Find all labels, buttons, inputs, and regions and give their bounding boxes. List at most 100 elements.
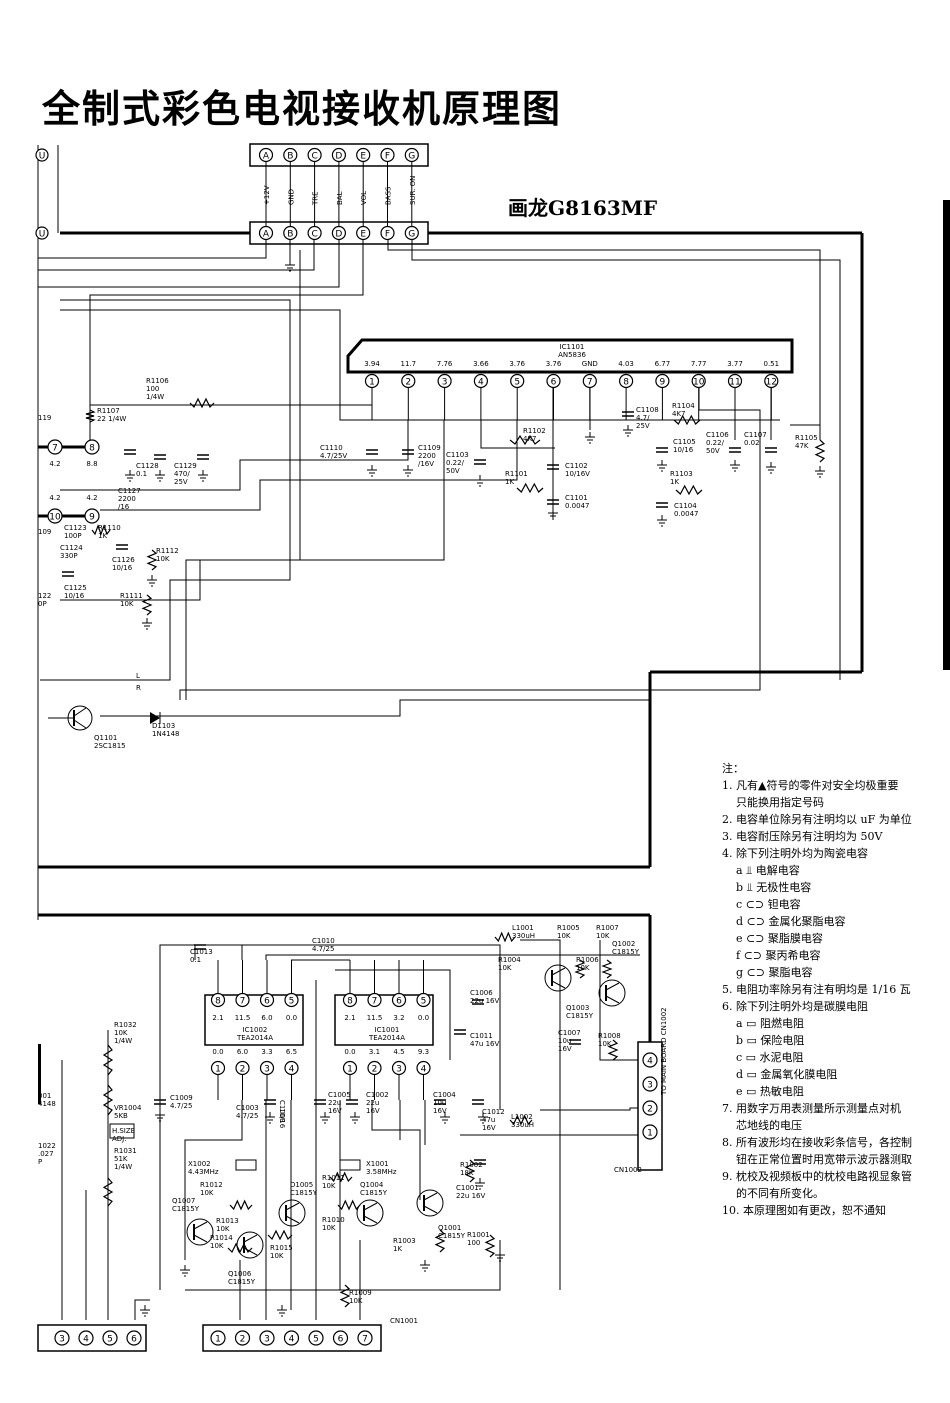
top-label-c1128: C1128 <box>136 462 159 470</box>
top-label-c1108: C1108 <box>636 406 659 414</box>
ic1002-bot-pin-4-label: 4 <box>289 1065 295 1075</box>
ic1101-body <box>346 338 794 374</box>
ic1001-top-voltage: 2.1 <box>344 1014 355 1022</box>
bottom-label-q1002: Q1002 <box>612 940 635 948</box>
note-line: a ⫫ 电解电容 <box>736 864 800 877</box>
ic1002-top-voltage: 6.0 <box>261 1014 272 1022</box>
top-label-lbl-l: L <box>136 672 140 680</box>
bottom-label-r1008: R1008 <box>598 1032 621 1040</box>
bottom-label-c1002: 16V <box>366 1107 380 1115</box>
resistor <box>329 1171 353 1183</box>
bottom-label-r1032: 10K <box>114 1029 128 1037</box>
top-label-c1126: 10/16 <box>112 564 133 572</box>
connector-top-pin-D-label: D <box>335 152 342 162</box>
wire <box>605 982 620 991</box>
ic1001-bot-voltage: 9.3 <box>418 1048 429 1056</box>
top-label-c1110: C1110 <box>320 444 343 452</box>
ic1101-pin-4 <box>473 373 488 389</box>
top-label-lbl-r: R <box>136 684 141 692</box>
note-line: 3. 电容耐压除另有注明均为 50V <box>722 830 883 843</box>
bottom-label-q1006: C1815Y <box>228 1278 256 1286</box>
cn1001-pin-7 <box>357 1330 373 1346</box>
bottom-label-r1031: R1031 <box>114 1147 137 1155</box>
bottom-label-r1008: 10K <box>598 1040 612 1048</box>
bottom-label-r1007: R1007 <box>596 924 619 932</box>
cn1002-pin-1-label: 1 <box>647 1129 653 1139</box>
top-label-c1126: C1126 <box>112 556 135 564</box>
top-label-c1110: 4.7/25V <box>320 452 347 460</box>
cn1002-pin-4 <box>642 1052 658 1068</box>
bottom-label-r1004: R1004 <box>498 956 521 964</box>
wire <box>193 1234 208 1243</box>
bottom-label-c1003: 4.7/25 <box>236 1112 258 1120</box>
connector-signal-label: VOL <box>360 191 368 205</box>
bottom-label-hsize: ADJ. <box>112 1135 126 1143</box>
bottom-label-r1003: 1K <box>393 1245 402 1253</box>
note-line: 芯地线的电压 <box>736 1119 802 1132</box>
note-line: c ▭ 水泥电阻 <box>736 1051 804 1064</box>
top-label-r1112: R1112 <box>156 547 179 555</box>
notes-heading: 注： <box>722 762 744 775</box>
bottom-label-l1001: 330uH <box>512 932 535 940</box>
wire <box>599 940 638 1061</box>
bottom-label-c1013: 0.1 <box>190 956 201 964</box>
note-line: 只能换用指定号码 <box>736 796 824 809</box>
ic1002-top-pin-8-label: 8 <box>215 997 221 1007</box>
resistor <box>509 1114 533 1126</box>
wire <box>100 699 650 717</box>
resistor <box>85 409 96 423</box>
top-label-r1111: 10K <box>120 600 134 608</box>
ic1101-part: AN5836 <box>558 351 586 359</box>
ic1101-pin-3 <box>437 373 452 389</box>
wire <box>73 719 87 729</box>
cn1002-pin-3-label: 3 <box>647 1081 653 1091</box>
top-label-r1101: R1101 <box>505 470 528 478</box>
top-label-c1127: /16 <box>118 503 130 511</box>
connector-top-pin-G-label: G <box>408 152 415 162</box>
cn1001-pin-2 <box>234 1330 251 1346</box>
bottom-label-c1010: 4.7/25 <box>312 945 334 953</box>
top-label-r1105: 47K <box>795 442 809 450</box>
transistor <box>598 979 626 1007</box>
bottom-label-c1004: 16V <box>433 1107 447 1115</box>
bottom-label-r1013: R1013 <box>216 1217 239 1225</box>
wire <box>179 388 761 700</box>
top-label-r1105: R1105 <box>795 434 818 442</box>
resistor <box>227 1242 253 1254</box>
ic1001-top-voltage: 0.0 <box>418 1014 429 1022</box>
pin-value: 4.2 <box>49 494 60 502</box>
bottom-label-q1003: C1815Y <box>566 1012 594 1020</box>
wire <box>38 240 340 288</box>
ic1101-pin-voltage: 3.94 <box>364 360 380 368</box>
top-label-c1124: C1124 <box>60 544 83 552</box>
bottom-label-c1012: 16V <box>482 1124 496 1132</box>
ic1101-pin-voltage: 3.76 <box>509 360 525 368</box>
transistor <box>356 1199 384 1227</box>
bottom-label-r1002: R1002 <box>460 1161 483 1169</box>
cn1001-pin-1 <box>210 1330 226 1346</box>
wire <box>243 1234 258 1243</box>
ic1002-bot-voltage: 6.5 <box>286 1048 297 1056</box>
connector-signal-label: GND <box>287 189 295 205</box>
bottom-label-q1007: Q1007 <box>172 1197 195 1205</box>
cn1002-pin-2-label: 2 <box>647 1105 653 1115</box>
resistor <box>339 1284 351 1308</box>
ic1101-pin-3-label: 3 <box>442 378 448 388</box>
top-label-c1129: 25V <box>174 478 188 486</box>
bottom-label-r1015: R1015 <box>270 1244 293 1252</box>
wire <box>540 1107 638 1111</box>
note-line: 4. 除下列注明外均为陶瓷电容 <box>722 847 868 860</box>
bottom-label-q1001: Q1001 <box>438 1224 461 1232</box>
connector-top-pin2-C-label: C <box>311 230 317 240</box>
left-pin-u-label: U <box>39 152 46 162</box>
top-label-d1103: D1103 <box>152 722 175 730</box>
wire <box>363 1215 378 1224</box>
top-label-c1125: C1125 <box>64 584 87 592</box>
top-label-r1112: 10K <box>156 555 170 563</box>
bottom-label-r1031: 51K <box>114 1155 128 1163</box>
ic1001-bot-pin-3-label: 3 <box>396 1065 402 1075</box>
note-line: e ⊂⊃ 聚脂膜电容 <box>736 932 823 945</box>
right-edge-bar <box>943 200 950 670</box>
